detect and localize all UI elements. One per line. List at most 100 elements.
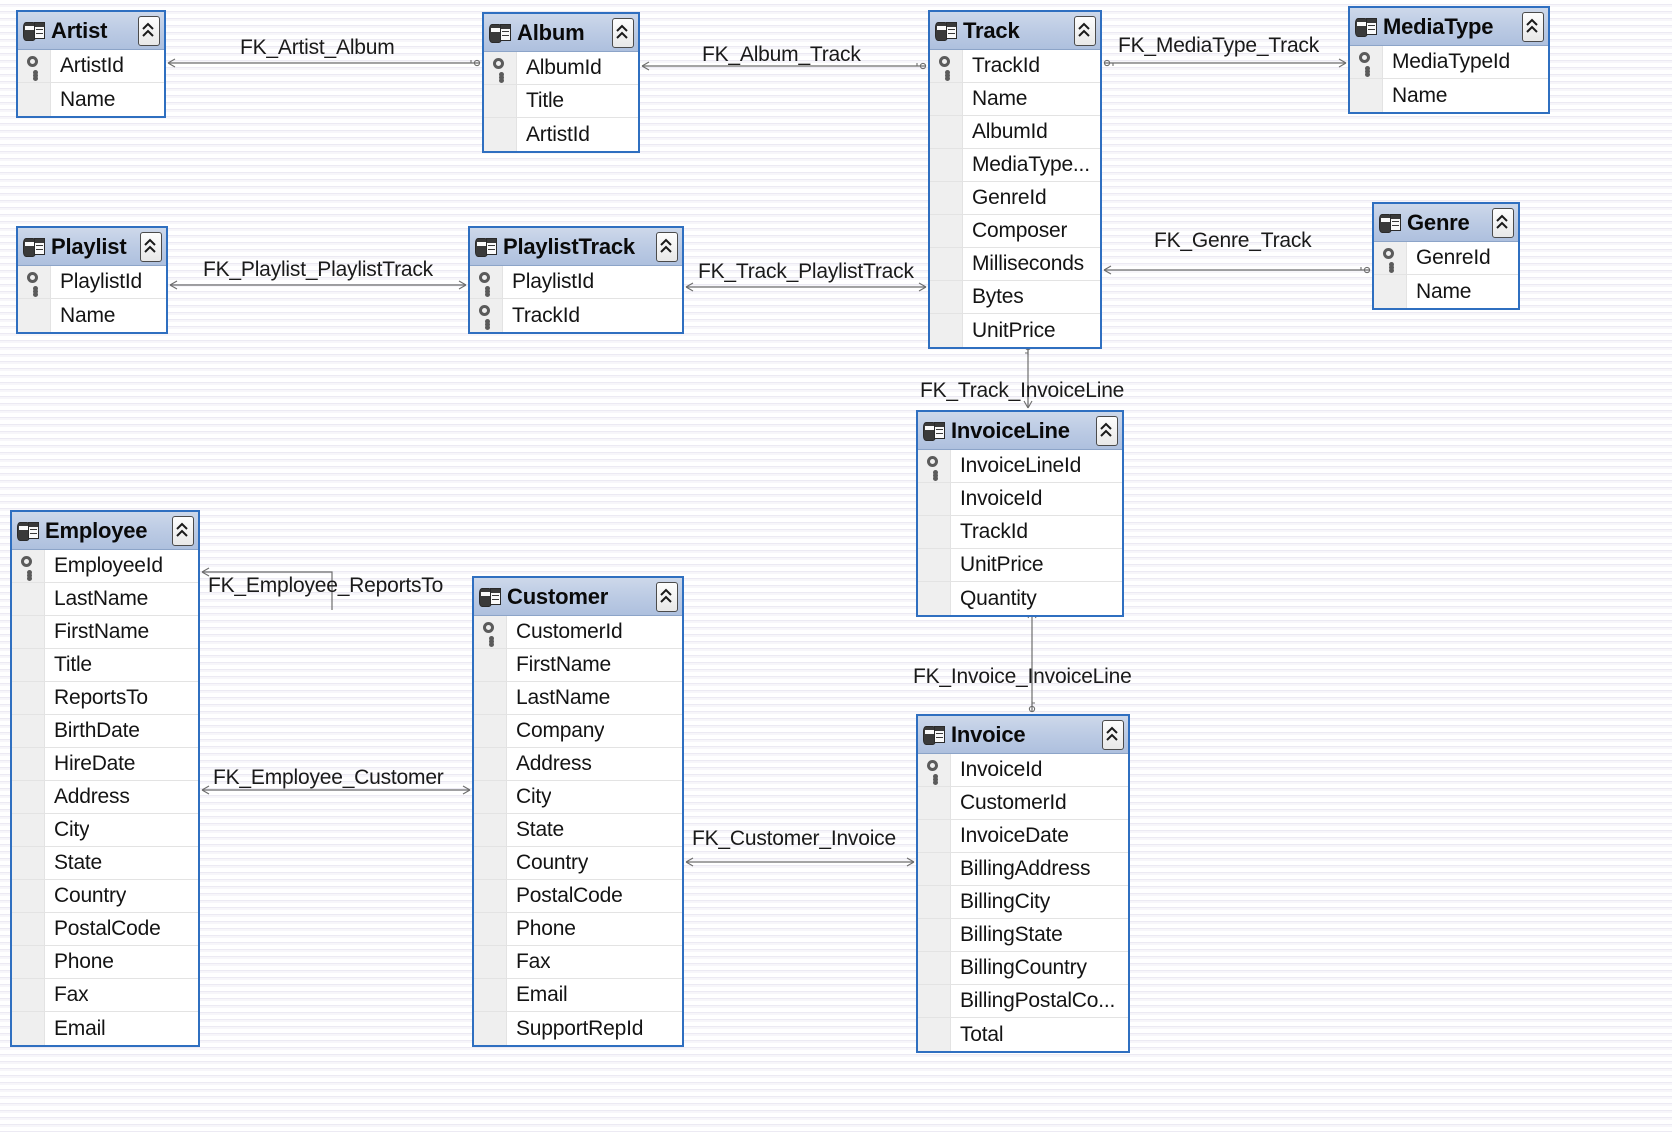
attribute-row[interactable]: InvoiceId xyxy=(918,754,1128,787)
attribute-name: Fax xyxy=(54,983,89,1006)
attribute-row[interactable]: Fax xyxy=(12,979,198,1012)
attribute-row[interactable]: Company xyxy=(474,715,682,748)
double-chevron-up-icon[interactable] xyxy=(612,17,634,48)
attribute-row[interactable]: EmployeeId xyxy=(12,550,198,583)
entity-header-playlisttrack[interactable]: PlaylistTrack xyxy=(470,228,682,266)
attribute-row[interactable]: Milliseconds xyxy=(930,248,1100,281)
attribute-row[interactable]: TrackId xyxy=(918,516,1122,549)
entity-header-invoiceline[interactable]: InvoiceLine xyxy=(918,412,1122,450)
attribute-row[interactable]: Title xyxy=(484,85,638,118)
attribute-row[interactable]: BillingCountry xyxy=(918,952,1128,985)
attribute-row[interactable]: Name xyxy=(930,83,1100,116)
attribute-row[interactable]: Title xyxy=(12,649,198,682)
attribute-row[interactable]: BillingState xyxy=(918,919,1128,952)
double-chevron-up-icon[interactable] xyxy=(140,231,162,262)
attribute-row[interactable]: Name xyxy=(18,83,164,116)
attribute-row[interactable]: HireDate xyxy=(12,748,198,781)
attribute-row[interactable]: MediaTypeId xyxy=(1350,46,1548,79)
entity-header-employee[interactable]: Employee xyxy=(12,512,198,550)
attribute-row[interactable]: Name xyxy=(1350,79,1548,112)
attribute-row[interactable]: Email xyxy=(474,979,682,1012)
entity-header-invoice[interactable]: Invoice xyxy=(918,716,1128,754)
attribute-row[interactable]: City xyxy=(12,814,198,847)
double-chevron-up-icon[interactable] xyxy=(656,231,678,262)
attribute-row[interactable]: Country xyxy=(474,847,682,880)
attribute-row[interactable]: Quantity xyxy=(918,582,1122,615)
entity-header-customer[interactable]: Customer xyxy=(474,578,682,616)
double-chevron-up-icon[interactable] xyxy=(1096,415,1118,446)
double-chevron-up-icon[interactable] xyxy=(656,581,678,612)
attribute-row[interactable]: Country xyxy=(12,880,198,913)
double-chevron-up-icon[interactable] xyxy=(138,15,160,46)
attribute-row[interactable]: BillingAddress xyxy=(918,853,1128,886)
attribute-row[interactable]: City xyxy=(474,781,682,814)
double-chevron-up-icon[interactable] xyxy=(1492,207,1514,238)
attribute-gutter xyxy=(918,886,951,918)
attribute-row[interactable]: Phone xyxy=(12,946,198,979)
attribute-row[interactable]: Total xyxy=(918,1018,1128,1051)
entity-header-artist[interactable]: Artist xyxy=(18,12,164,50)
attribute-row[interactable]: CustomerId xyxy=(918,787,1128,820)
attribute-row[interactable]: PlaylistId xyxy=(18,266,166,299)
attribute-row[interactable]: Name xyxy=(1374,275,1518,308)
attribute-row[interactable]: State xyxy=(474,814,682,847)
attribute-row[interactable]: LastName xyxy=(474,682,682,715)
double-chevron-up-icon[interactable] xyxy=(1522,11,1544,42)
attribute-row[interactable]: MediaType... xyxy=(930,149,1100,182)
double-chevron-up-icon[interactable] xyxy=(172,515,194,546)
double-chevron-up-icon[interactable] xyxy=(1074,15,1096,46)
entity-header-genre[interactable]: Genre xyxy=(1374,204,1518,242)
attribute-row[interactable]: PostalCode xyxy=(12,913,198,946)
attribute-row[interactable]: UnitPrice xyxy=(930,314,1100,347)
attribute-row[interactable]: InvoiceId xyxy=(918,483,1122,516)
attribute-row[interactable]: Bytes xyxy=(930,281,1100,314)
attribute-row[interactable]: Address xyxy=(12,781,198,814)
attribute-row[interactable]: TrackId xyxy=(930,50,1100,83)
table-icon xyxy=(23,21,45,41)
attribute-row[interactable]: ArtistId xyxy=(18,50,164,83)
attribute-row[interactable]: CustomerId xyxy=(474,616,682,649)
attribute-row[interactable]: AlbumId xyxy=(484,52,638,85)
attribute-row[interactable]: SupportRepId xyxy=(474,1012,682,1045)
attribute-row[interactable]: State xyxy=(12,847,198,880)
attribute-row[interactable]: Email xyxy=(12,1012,198,1045)
attribute-row[interactable]: InvoiceLineId xyxy=(918,450,1122,483)
attribute-row[interactable]: Fax xyxy=(474,946,682,979)
attribute-row[interactable]: AlbumId xyxy=(930,116,1100,149)
attribute-row[interactable]: GenreId xyxy=(930,182,1100,215)
attribute-row[interactable]: PlaylistId xyxy=(470,266,682,299)
double-chevron-up-icon[interactable] xyxy=(1102,719,1124,750)
attribute-row[interactable]: FirstName xyxy=(474,649,682,682)
attribute-row[interactable]: ReportsTo xyxy=(12,682,198,715)
attribute-row[interactable]: BirthDate xyxy=(12,715,198,748)
attribute-row[interactable]: FirstName xyxy=(12,616,198,649)
attribute-row[interactable]: BillingPostalCo... xyxy=(918,985,1128,1018)
entity-header-track[interactable]: Track xyxy=(930,12,1100,50)
attribute-row[interactable]: Phone xyxy=(474,913,682,946)
attribute-row[interactable]: UnitPrice xyxy=(918,549,1122,582)
attribute-row[interactable]: ArtistId xyxy=(484,118,638,151)
entity-header-album[interactable]: Album xyxy=(484,14,638,52)
attribute-row[interactable]: Address xyxy=(474,748,682,781)
attribute-row[interactable]: LastName xyxy=(12,583,198,616)
entity-header-playlist[interactable]: Playlist xyxy=(18,228,166,266)
attribute-row[interactable]: BillingCity xyxy=(918,886,1128,919)
attribute-row[interactable]: GenreId xyxy=(1374,242,1518,275)
attribute-row[interactable]: PostalCode xyxy=(474,880,682,913)
entity-header-mediatype[interactable]: MediaType xyxy=(1350,8,1548,46)
attribute-row[interactable]: InvoiceDate xyxy=(918,820,1128,853)
attribute-row[interactable]: TrackId xyxy=(470,299,682,332)
attribute-row[interactable]: Name xyxy=(18,299,166,332)
attribute-row[interactable]: Composer xyxy=(930,215,1100,248)
